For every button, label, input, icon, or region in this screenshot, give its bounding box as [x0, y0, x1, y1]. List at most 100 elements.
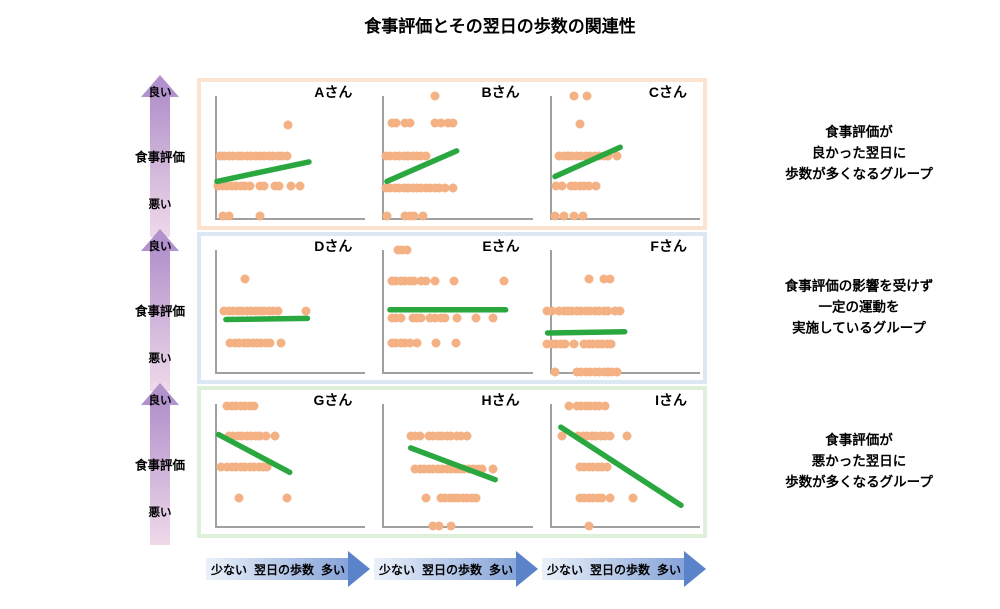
x-axis-left-label: 少ない [211, 562, 248, 577]
x-axis-left-label: 少ない [547, 562, 584, 577]
scatter-point [440, 183, 450, 192]
arrow-body [150, 95, 170, 237]
scatter-point [234, 493, 244, 503]
trend-line [217, 96, 365, 218]
scatter-point [597, 493, 607, 503]
meal-evaluation-arrow: 良い食事評価悪い [135, 229, 185, 391]
y-axis-label: 食事評価 [134, 304, 186, 319]
arrow-body: 少ない翌日の歩数多い [542, 558, 686, 580]
trend-line [217, 250, 365, 372]
arrow-up-icon [141, 229, 179, 251]
panel-label: Hさん [481, 392, 520, 408]
trend-line [217, 404, 365, 526]
plot-area [381, 91, 533, 221]
scatter-point [396, 313, 406, 323]
scatter-point [295, 181, 305, 191]
scatter-point [446, 431, 456, 441]
scatter-point [436, 118, 446, 128]
scatter-point [559, 211, 569, 221]
scatter-point [471, 313, 481, 323]
panel-label: Dさん [314, 238, 353, 254]
scatter-point [282, 151, 292, 161]
scatter-point [449, 276, 459, 285]
scatter-point [605, 274, 614, 284]
panel-Dさん: Dさん [201, 236, 368, 380]
panel-Hさん: Hさん [368, 390, 535, 534]
scatter-point [582, 91, 592, 101]
scatter-point [270, 431, 280, 441]
scatter-point [430, 118, 440, 128]
scatter-point [286, 181, 296, 191]
scatter-point [262, 462, 272, 472]
plot-area [382, 404, 533, 531]
scatter-point [448, 118, 458, 128]
scatter-point [547, 306, 557, 316]
scatter-point [448, 183, 458, 192]
arrow-right-icon [516, 551, 538, 587]
y-axis-top-label: 良い [148, 241, 172, 253]
x-axis-label: 翌日の歩数 [589, 562, 650, 577]
scatter-point [602, 462, 612, 472]
plot-area [382, 245, 533, 374]
panel-Aさん: Aさん [201, 82, 368, 226]
scatter-point [594, 401, 604, 411]
scatter-point [612, 367, 622, 377]
trend-line [552, 96, 700, 218]
scatter-point [557, 181, 567, 191]
scatter-point [409, 211, 419, 221]
scatter-point [446, 521, 456, 531]
description-line: 実施しているグループ [792, 320, 926, 336]
scatter-point [584, 274, 594, 284]
description-line: 食事評価の影響を受けず [784, 278, 934, 294]
panel-label: Bさん [481, 84, 520, 100]
scatter-point [569, 211, 579, 221]
scatter-point [451, 338, 461, 348]
plot-area [215, 250, 366, 374]
scatter-point [591, 181, 601, 191]
x-axis-right-label: 多い [488, 562, 513, 577]
trend-line [384, 96, 532, 218]
panel-label: Fさん [650, 238, 687, 254]
y-axis-top-label: 良い [148, 395, 172, 407]
scatter-point [471, 493, 481, 503]
scatter-point [430, 313, 440, 323]
scatter-point [421, 493, 431, 503]
y-axis-label: 食事評価 [134, 150, 186, 165]
scatter-point [416, 313, 426, 323]
scatter-point [261, 431, 271, 441]
panel-Gさん: Gさん [201, 390, 368, 534]
scatter-point [415, 431, 425, 441]
scatter-point [409, 276, 419, 285]
scatter-point [224, 211, 234, 221]
steps-axis-arrow: 少ない翌日の歩数多い [206, 551, 370, 587]
description-line: 歩数が多くなるグループ [785, 166, 933, 182]
scatter-point [245, 181, 255, 191]
scatter-point [550, 211, 560, 221]
panel-Fさん: Fさん [536, 236, 703, 380]
panel-label: Eさん [482, 238, 520, 254]
scatter-point [599, 274, 609, 284]
scatter-point [488, 313, 498, 323]
scatter-point [274, 181, 284, 191]
y-axis-bottom-label: 悪い [148, 199, 172, 211]
scatter-point [615, 306, 625, 316]
scatter-point [551, 181, 561, 191]
scatter-point [421, 276, 431, 285]
panel-label: Iさん [655, 392, 687, 408]
scatter-point [575, 119, 585, 129]
description-line: 歩数が多くなるグループ [785, 474, 933, 490]
scatter-point [564, 401, 574, 411]
scatter-point [434, 521, 444, 531]
description-line: 食事評価が [825, 124, 893, 140]
scatter-point [216, 462, 226, 472]
arrow-up-icon [141, 383, 179, 405]
scatter-point [603, 306, 613, 316]
panel-Bさん: Bさん [368, 82, 535, 226]
group-description: 食事評価が良かった翌日に歩数が多くなるグループ [718, 123, 1000, 186]
plot-area [549, 91, 700, 221]
scatter-point [622, 431, 632, 441]
scatter-point [612, 151, 622, 161]
scatter-point [452, 313, 462, 323]
y-axis-label: 食事評価 [134, 458, 186, 473]
